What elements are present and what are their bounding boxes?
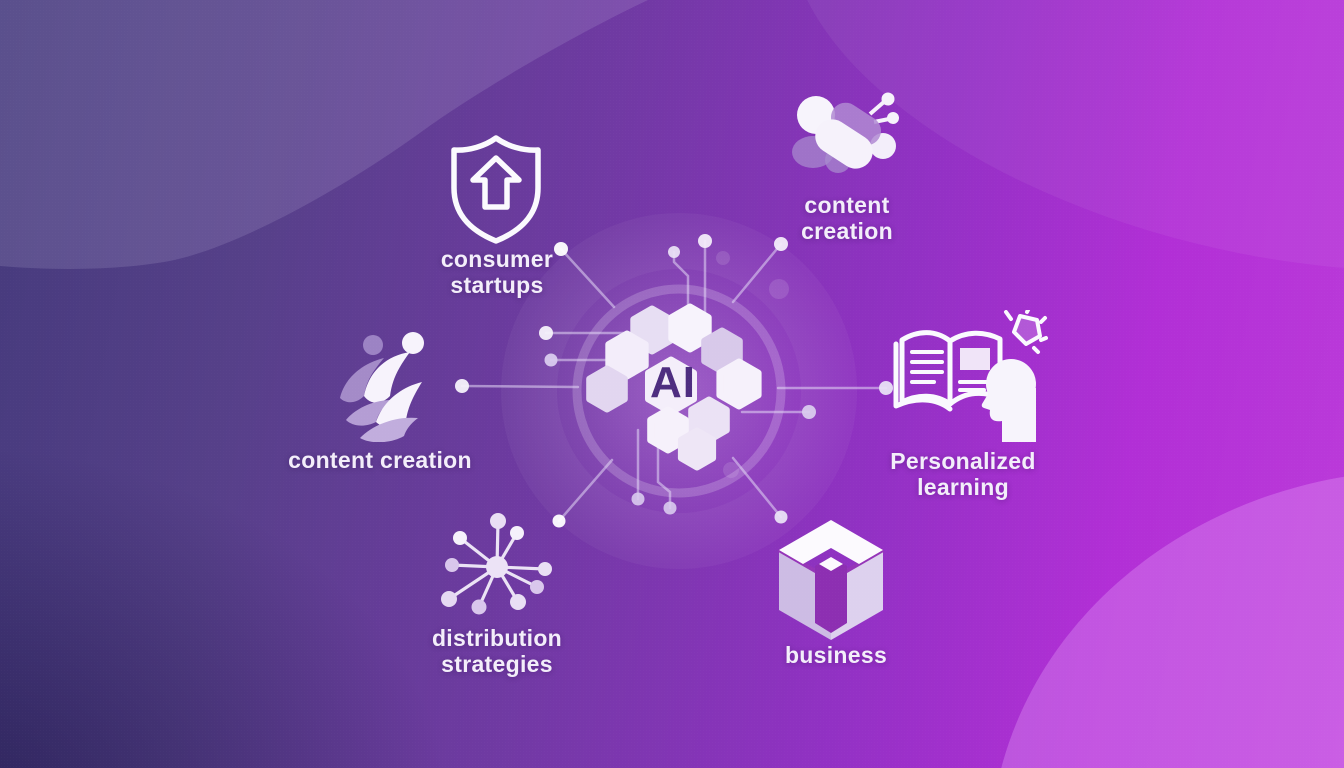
connector-dots (455, 234, 893, 528)
node-label-consumer-startups: consumer startups (440, 246, 554, 298)
ai-center-label: AI (650, 358, 696, 407)
muted-top-left-blob (0, 0, 648, 269)
outer-halo-ring (501, 213, 857, 569)
book-and-head-icon (893, 310, 1048, 442)
center-ring (572, 284, 786, 498)
node-label-content-creation-left: content creation (288, 447, 472, 473)
molecule-cloud-icon (792, 92, 899, 173)
hexagon-brain-cluster (586, 303, 762, 471)
layered-waves-icon (340, 332, 424, 442)
bokeh-dots (716, 251, 789, 478)
shield-up-arrow-icon (451, 135, 541, 244)
network-hub-icon (441, 513, 552, 615)
node-label-personalized-learning: Personalized learning (890, 448, 1036, 500)
node-label-content-creation-top: content creation (801, 192, 893, 244)
isometric-cube-icon (778, 520, 884, 640)
node-label-business: business (784, 642, 888, 668)
node-label-distribution-strategies: distribution strategies (431, 625, 563, 677)
top-right-blob (790, 0, 1344, 271)
bottom-right-blob (1001, 476, 1344, 768)
